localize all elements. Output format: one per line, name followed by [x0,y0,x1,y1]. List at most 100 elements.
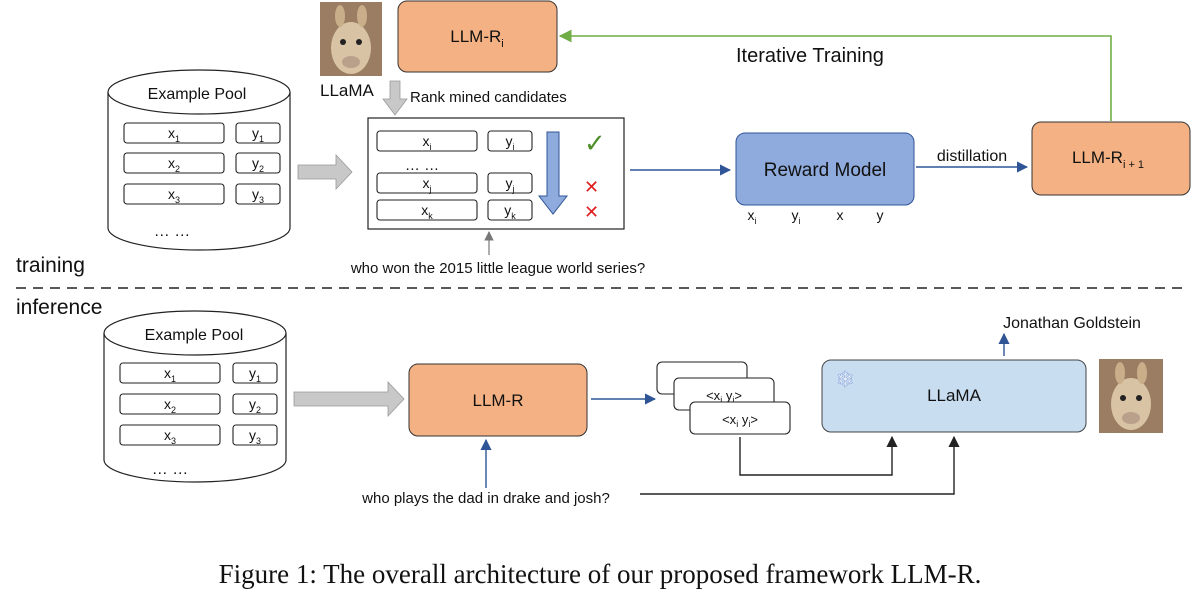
pool-y-label: y2 [249,396,261,415]
question-to-llama-arrow [640,435,960,495]
candidate-y-label-main: y [506,175,513,191]
pool-y-label-main: y [252,125,259,141]
pool-x-label: x1 [168,125,180,144]
llm-r-i-label: LLM-R [450,27,501,46]
card-mid-close: > [734,388,742,403]
training-section-label: training [16,254,85,277]
pool-x-label: x1 [164,365,176,384]
llm-r-i-box: LLM-Ri [397,0,558,73]
card-front-x-sub: i [736,419,738,429]
pool-to-candidates-arrow [297,153,353,191]
pool-y-box [232,362,278,384]
candidate-x-label: xj [423,175,432,194]
card-front-x: <x [722,412,737,427]
pool-y-label: y2 [252,155,264,174]
cross-mark-2: ✕ [584,202,599,223]
candidate-x-box [376,130,478,152]
reward-input-label: yi [792,207,801,226]
pool-x-label-main: x [164,396,171,412]
pool-y-label: y1 [252,125,264,144]
pool-x-box [123,122,225,144]
candidate-x-label-main: x [423,175,430,191]
iterative-training-label: Iterative Training [736,45,884,67]
pool-y-box [235,152,281,174]
card-mid-x: <x [706,388,721,403]
pool-x-box [119,362,221,384]
example-pool-title-training: Example Pool [148,86,247,103]
card-mid-y: y [726,388,733,403]
reward-input-label: xi [748,207,757,226]
reward-input-label: y [877,207,884,223]
pool-x-label-sub: 2 [171,405,176,415]
pool-y-label-main: y [252,186,259,202]
pool-x-label: x2 [168,155,180,174]
candidate-y-label-sub: i [513,142,515,152]
reward-model-box: Reward Model [735,132,915,206]
rank-label: Rank mined candidates [410,89,567,106]
snowflake-icon: ❄ [836,368,854,393]
llm-r-label: LLM-R [472,391,523,410]
pool-y-label-sub: 3 [256,436,261,446]
pool-y-label: y1 [249,365,261,384]
reward-input-label-main: x [837,207,844,223]
candidate-ellipsis: … … [405,157,439,174]
question-training: who won the 2015 little league world ser… [350,260,645,277]
candidate-x-box [376,172,478,194]
pool-x-label-main: x [164,427,171,443]
pool-x-label-main: x [168,155,175,171]
pool-ellipsis-inference: … … [152,461,188,478]
candidate-y-label: yi [506,133,515,152]
examples-to-llama-arrow [739,435,898,476]
pool-y-label: y3 [252,186,264,205]
reward-input-label: x [837,207,844,223]
distillation-label: distillation [937,148,1007,165]
pool-x-label-sub: 1 [171,374,176,384]
pool-x-label-sub: 3 [171,436,176,446]
llama-label: LLaMA [927,386,982,405]
reward-input-label-sub: i [799,216,801,226]
pool-y-box [235,122,281,144]
candidate-y-label-sub: k [511,211,516,221]
card-front-close: > [750,412,758,427]
example-pool-title-inference: Example Pool [145,327,244,344]
pool-x-box [123,183,225,205]
card-front-y-sub: i [748,419,750,429]
candidate-y-label-main: y [506,133,513,149]
llama-photo-training [320,2,382,76]
rank-down-arrow [382,80,408,116]
cross-mark-1: ✕ [584,177,599,198]
pool-to-llmr-arrow [293,380,405,418]
pool-y-label-sub: 1 [256,374,261,384]
pool-x-label-sub: 2 [175,164,180,174]
candidate-y-box [487,199,533,221]
pool-ellipsis-training: … … [154,223,190,240]
rank-order-arrow [537,131,569,215]
svg-text:LLM-Ri + 1: LLM-Ri + 1 [1072,148,1144,171]
answer-text: Jonathan Goldstein [1003,315,1141,332]
candidate-y-label: yk [504,202,516,221]
pool-x-label-sub: 3 [175,195,180,205]
llm-r-i-sub: i [501,38,503,50]
card-mid-x-sub: j [719,395,722,405]
candidate-y-label: yj [506,175,515,194]
card-front-y: y [742,412,749,427]
pool-y-label-main: y [249,365,256,381]
pool-x-label: x2 [164,396,176,415]
pool-x-label: x3 [164,427,176,446]
pool-y-label-sub: 2 [259,164,264,174]
llama-caption: LLaMA [320,81,375,100]
card-mid-y-sub: j [731,395,734,405]
pool-y-label-main: y [249,427,256,443]
pool-x-label-main: x [168,186,175,202]
candidate-x-label-main: x [423,133,430,149]
llm-r-box: LLM-R [408,363,588,437]
pool-x-label-main: x [164,365,171,381]
llm-r-i-plus-1-label: LLM-R [1072,148,1123,167]
reward-input-label-main: y [792,207,799,223]
svg-text:<xj yj>: <xj yj> [706,388,742,405]
pool-y-box [232,424,278,446]
